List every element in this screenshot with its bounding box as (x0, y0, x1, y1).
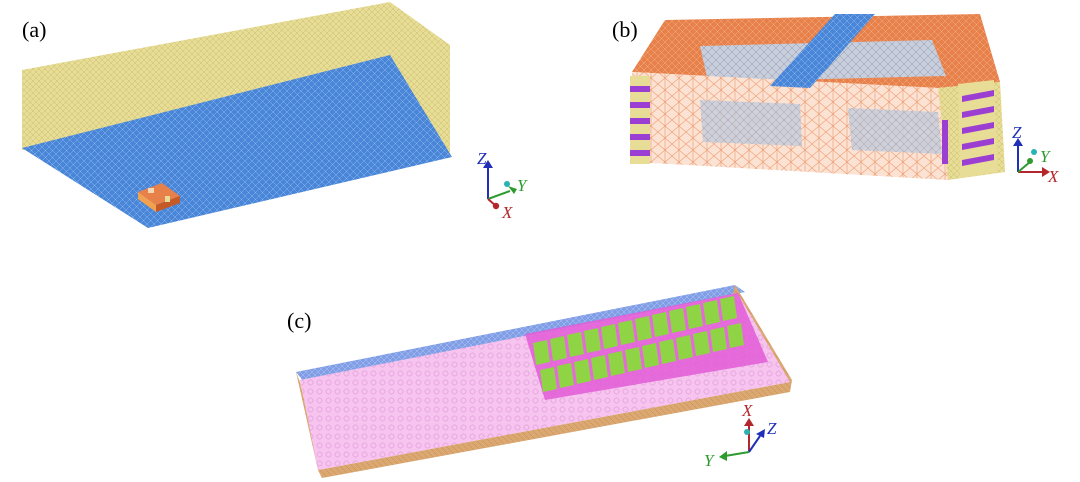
panel-a-label: (a) (22, 17, 46, 42)
panel-a-component (138, 183, 180, 212)
panel-a-floor (22, 55, 452, 228)
panel-a-y-label: Y (517, 176, 528, 195)
panel-a-x-label: X (501, 203, 513, 222)
panel-b-x-label: X (1047, 167, 1059, 186)
panel-c-front-edge (318, 382, 790, 478)
panel-c: (c) (287, 285, 792, 478)
panel-b-z-label: Z (1012, 123, 1022, 142)
panel-c-y-label: Y (704, 451, 715, 470)
panel-b-inner-block-left (700, 100, 802, 146)
pad-row-bottom (540, 323, 744, 392)
panel-b-label: (b) (612, 17, 638, 42)
panel-c-axis-triad: X Z Y (704, 401, 777, 470)
panel-a-axis-triad: Z Y X (477, 149, 528, 222)
panel-b-inner-block-right (848, 108, 942, 154)
panel-b-axis-triad: Z Y X (1012, 123, 1059, 186)
panel-b-left-layers (630, 76, 650, 164)
panel-c-x-label: X (741, 401, 753, 420)
panel-c-label: (c) (287, 308, 311, 333)
pad-row-top (533, 296, 737, 365)
panel-a-z-label: Z (477, 149, 487, 168)
panel-b-y-label: Y (1040, 147, 1051, 166)
panel-b-blue-strip (770, 14, 875, 88)
panel-c-z-label: Z (767, 419, 777, 438)
panel-c-back-rim (296, 285, 745, 382)
panel-b: (b) (612, 14, 1059, 186)
panel-a: (a) Z Y X (22, 2, 528, 228)
panel-c-pad-array (533, 296, 744, 392)
panel-b-right-layers (942, 80, 998, 178)
